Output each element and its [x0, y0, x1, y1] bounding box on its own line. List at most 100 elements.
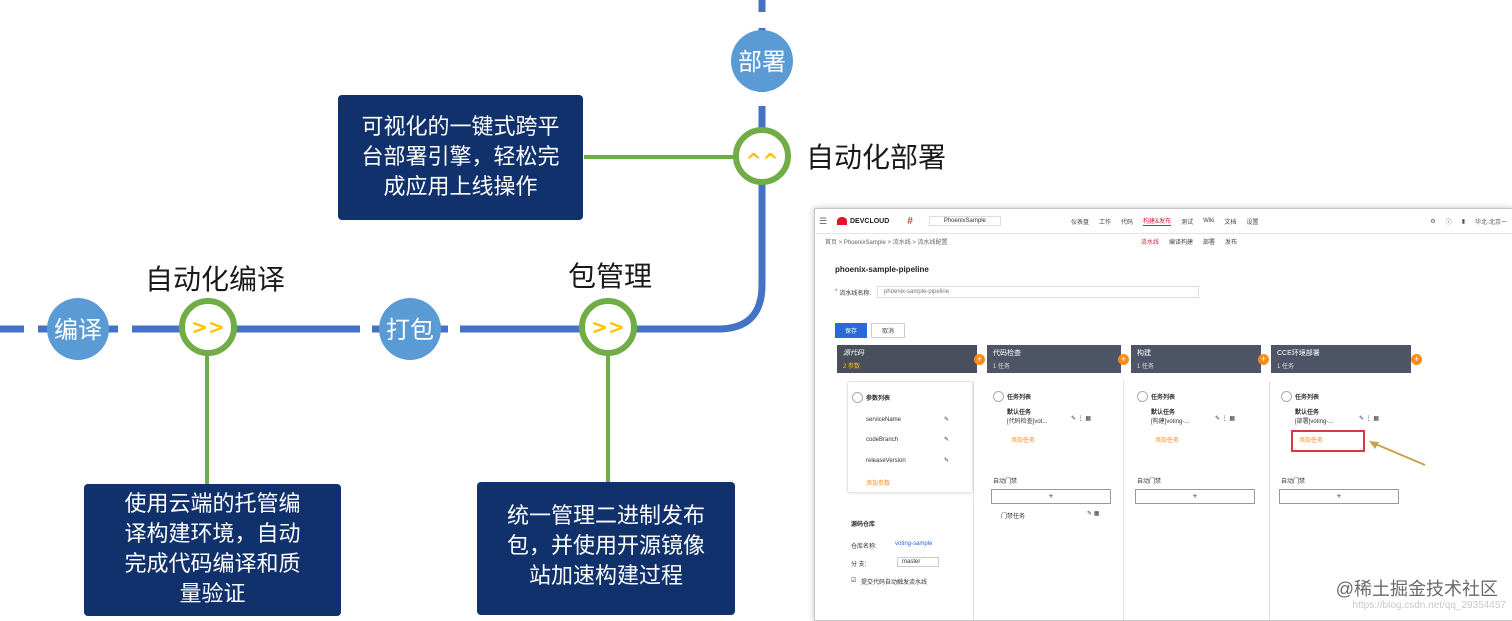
trigger-checkbox[interactable]: ☑ [851, 578, 857, 584]
phone-icon[interactable]: ▮ [1461, 218, 1465, 225]
branch-label: 分 支: [851, 562, 867, 568]
stage-title: CCE环境部署 [1277, 350, 1320, 357]
subtab-deploy[interactable]: 部署 [1203, 239, 1216, 246]
trigger-label: 提交代码自动触发流水线 [861, 580, 928, 586]
add-gate-button[interactable]: + [1135, 489, 1255, 504]
nav-item-dashboard[interactable]: 仪表盘 [1071, 219, 1090, 226]
pipeline-title: phoenix-sample-pipeline [835, 265, 929, 274]
add-gate-button[interactable]: + [991, 489, 1111, 504]
pipeline-name-label: 流水线名称: [839, 290, 872, 297]
stage-cce-deploy[interactable]: CCE环境部署 1 任务 [1271, 345, 1411, 373]
node-package [379, 298, 441, 360]
subtab-build[interactable]: 编译构建 [1169, 239, 1194, 246]
chevron-up-icon: ^^ [745, 149, 779, 173]
add-stage-button[interactable]: + [1118, 354, 1129, 365]
ring-package-mgmt [579, 298, 637, 356]
add-task-button[interactable]: 添加任务 [1011, 438, 1036, 444]
params-title: 参数列表 [866, 396, 891, 402]
gate-title: 自动门禁 [1137, 479, 1162, 485]
top-nav: ☰ DEVCLOUD # PhoenixSample 仪表盘 工作 代码 构建&发… [815, 209, 1512, 234]
add-task-button[interactable]: 添加任务 [1155, 438, 1180, 444]
repo-link[interactable]: voting-sample [895, 541, 933, 547]
save-button[interactable]: 保存 [835, 323, 868, 338]
chevron-right-icon: >> [191, 315, 225, 339]
gate-title: 自动门禁 [993, 479, 1018, 485]
stage-subtitle: 1 任务 [1137, 364, 1155, 370]
deploy-desc-line: 成应用上线操作 [383, 175, 538, 200]
edit-icon[interactable]: ✎ ⋮ ▦ [1215, 416, 1236, 422]
stage-build[interactable]: 构建 1 任务 [1131, 345, 1261, 373]
subtab-release[interactable]: 发布 [1225, 239, 1238, 246]
required-mark: * [835, 289, 838, 295]
nav-item-settings[interactable]: 设置 [1246, 219, 1259, 226]
task-toggle[interactable] [1137, 391, 1148, 402]
project-selector[interactable]: PhoenixSample [928, 216, 1001, 226]
compile-desc-line: 使用云端的托管编 [124, 492, 301, 517]
add-task-button[interactable]: 添加任务 [1299, 438, 1324, 444]
stage-title: 代码检查 [993, 350, 1021, 357]
ring-auto-deploy [733, 127, 791, 185]
edit-icon[interactable]: ✎ [944, 458, 950, 464]
cancel-button[interactable]: 取消 [871, 323, 906, 338]
compile-description-box: 使用云端的托管编 译构建环境，自动 完成代码编译和质 量验证 [84, 484, 341, 616]
edit-icon[interactable]: ✎ ⋮ ▦ [1359, 416, 1380, 422]
nav-item-code[interactable]: 代码 [1121, 219, 1134, 226]
edit-icon[interactable]: ✎ ▦ [1087, 511, 1100, 517]
add-gate-button[interactable]: + [1279, 489, 1399, 504]
task-toggle[interactable] [1281, 391, 1292, 402]
node-compile-label: 编译 [54, 316, 102, 344]
deploy-desc-line: 台部署引擎，轻松完 [361, 145, 560, 170]
region-selector[interactable]: 华北-北京一 [1475, 219, 1507, 226]
task-item[interactable]: [构建]voting-... [1151, 419, 1190, 425]
nav-item-build-release[interactable]: 构建&发布 [1143, 216, 1172, 226]
pipeline-name-field: * 流水线名称: phoenix-sample-pipeline [835, 286, 1200, 298]
edit-icon[interactable]: ✎ [944, 417, 950, 423]
add-param-button[interactable]: 添加参数 [866, 481, 891, 487]
stage-subtitle: 2 参数 [843, 364, 861, 370]
pointer-arrow [1369, 441, 1426, 466]
repo-title: 源码仓库 [851, 522, 876, 528]
help-icon[interactable]: ⓘ [1445, 219, 1452, 226]
gate-task[interactable]: 门禁任务 [1001, 514, 1026, 520]
add-stage-button[interactable]: + [1411, 354, 1422, 365]
edit-icon[interactable]: ✎ [944, 437, 950, 443]
brand-logo: DEVCLOUD [837, 217, 889, 225]
notification-icon[interactable]: ⚙ [1430, 218, 1436, 225]
task-list-title: 任务列表 [1295, 395, 1320, 401]
label-auto-compile: 自动化编译 [145, 263, 286, 296]
params-toggle[interactable] [852, 392, 863, 403]
add-stage-button[interactable]: + [974, 354, 985, 365]
watermark-url: https://blog.csdn.net/qq_29354457 [1352, 600, 1506, 611]
nav-item-wiki[interactable]: Wiki [1203, 218, 1215, 224]
ring-auto-compile [179, 298, 237, 356]
subtab-pipeline[interactable]: 流水线 [1141, 239, 1160, 246]
compile-desc-line: 完成代码编译和质 [124, 552, 301, 577]
stage-code-check[interactable]: 代码检查 1 任务 [987, 345, 1121, 373]
node-deploy [731, 30, 793, 92]
task-item[interactable]: [部署]voting-... [1295, 419, 1334, 425]
nav-item-work[interactable]: 工作 [1099, 219, 1112, 226]
param-item: serviceName [866, 417, 902, 423]
add-stage-button[interactable]: + [1258, 354, 1269, 365]
stage-title: 构建 [1137, 350, 1151, 357]
task-toggle[interactable] [993, 391, 1004, 402]
param-item: releaseVersion [866, 458, 906, 464]
stage-subtitle: 1 任务 [1277, 364, 1295, 370]
nav-item-docs[interactable]: 文档 [1224, 219, 1237, 226]
deploy-desc-line: 可视化的一键式跨平 [361, 115, 560, 140]
devcloud-pipeline-screenshot: ☰ DEVCLOUD # PhoenixSample 仪表盘 工作 代码 构建&发… [814, 208, 1512, 621]
default-task-title: 默认任务 [1007, 410, 1032, 416]
pipeline-name-input[interactable]: phoenix-sample-pipeline [877, 286, 1200, 298]
stage-source[interactable]: 源代码 2 参数 [837, 345, 977, 373]
stage-title: 源代码 [843, 350, 864, 357]
params-card: 参数列表 serviceName ✎ codeBranch ✎ releaseV… [847, 381, 973, 493]
edit-icon[interactable]: ✎ ⋮ ▦ [1071, 416, 1092, 422]
nav-item-test[interactable]: 测试 [1181, 219, 1194, 226]
menu-icon[interactable]: ☰ [819, 215, 828, 226]
project-hash-icon: # [907, 215, 913, 227]
breadcrumb-text: 首页 > PhoenixSample > 流水线 > 流水线配置 [825, 239, 948, 246]
task-item[interactable]: [代码检查]vot... [1007, 419, 1048, 425]
branch-select[interactable]: master [897, 557, 940, 567]
default-task-title: 默认任务 [1151, 410, 1176, 416]
